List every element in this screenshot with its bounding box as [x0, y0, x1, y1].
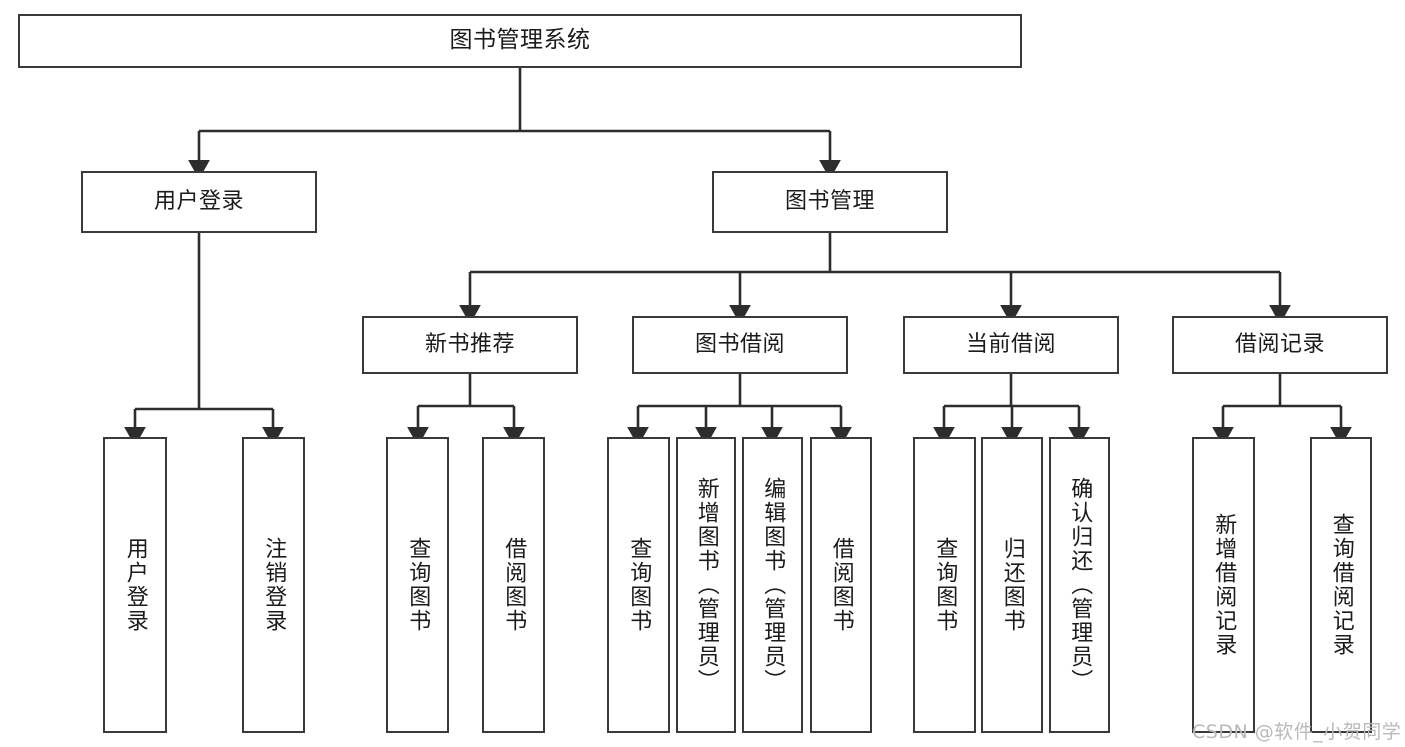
- node-root[interactable]: 图书管理系统: [18, 14, 1022, 68]
- edge-group-book-borrow: [627, 374, 852, 447]
- edge-group-new-book-recommend: [407, 374, 525, 447]
- node-leaf-query-book-3[interactable]: 查询图书: [913, 437, 976, 733]
- edge-group-user-login: [124, 233, 284, 447]
- node-new-book-recommend[interactable]: 新书推荐: [362, 316, 578, 374]
- edge-group-book-management: [459, 233, 1291, 325]
- node-user-login[interactable]: 用户登录: [81, 171, 317, 233]
- node-leaf-add-book[interactable]: 新增图书（管理员）: [676, 437, 736, 733]
- edge-group-root: [188, 68, 841, 180]
- node-leaf-borrow-book-1[interactable]: 借阅图书: [482, 437, 545, 733]
- node-leaf-query-book-1[interactable]: 查询图书: [386, 437, 449, 733]
- node-book-borrow[interactable]: 图书借阅: [632, 316, 848, 374]
- node-leaf-user-login[interactable]: 用户登录: [103, 437, 167, 733]
- node-book-management[interactable]: 图书管理: [712, 171, 948, 233]
- node-leaf-user-logout[interactable]: 注销登录: [242, 437, 305, 733]
- node-leaf-borrow-book-2[interactable]: 借阅图书: [810, 437, 872, 733]
- edge-group-current-borrow: [933, 374, 1090, 447]
- node-leaf-return-book[interactable]: 归还图书: [981, 437, 1043, 733]
- node-leaf-add-record[interactable]: 新增借阅记录: [1192, 437, 1255, 733]
- csdn-watermark: CSDN @软件_小贺同学: [1192, 721, 1402, 743]
- node-leaf-query-record[interactable]: 查询借阅记录: [1310, 437, 1372, 733]
- edge-group-borrow-record: [1212, 374, 1352, 447]
- node-leaf-confirm-return[interactable]: 确认归还（管理员）: [1049, 437, 1110, 733]
- node-current-borrow[interactable]: 当前借阅: [903, 316, 1119, 374]
- node-leaf-query-book-2[interactable]: 查询图书: [607, 437, 670, 733]
- node-leaf-edit-book[interactable]: 编辑图书（管理员）: [742, 437, 803, 733]
- node-borrow-record[interactable]: 借阅记录: [1172, 316, 1388, 374]
